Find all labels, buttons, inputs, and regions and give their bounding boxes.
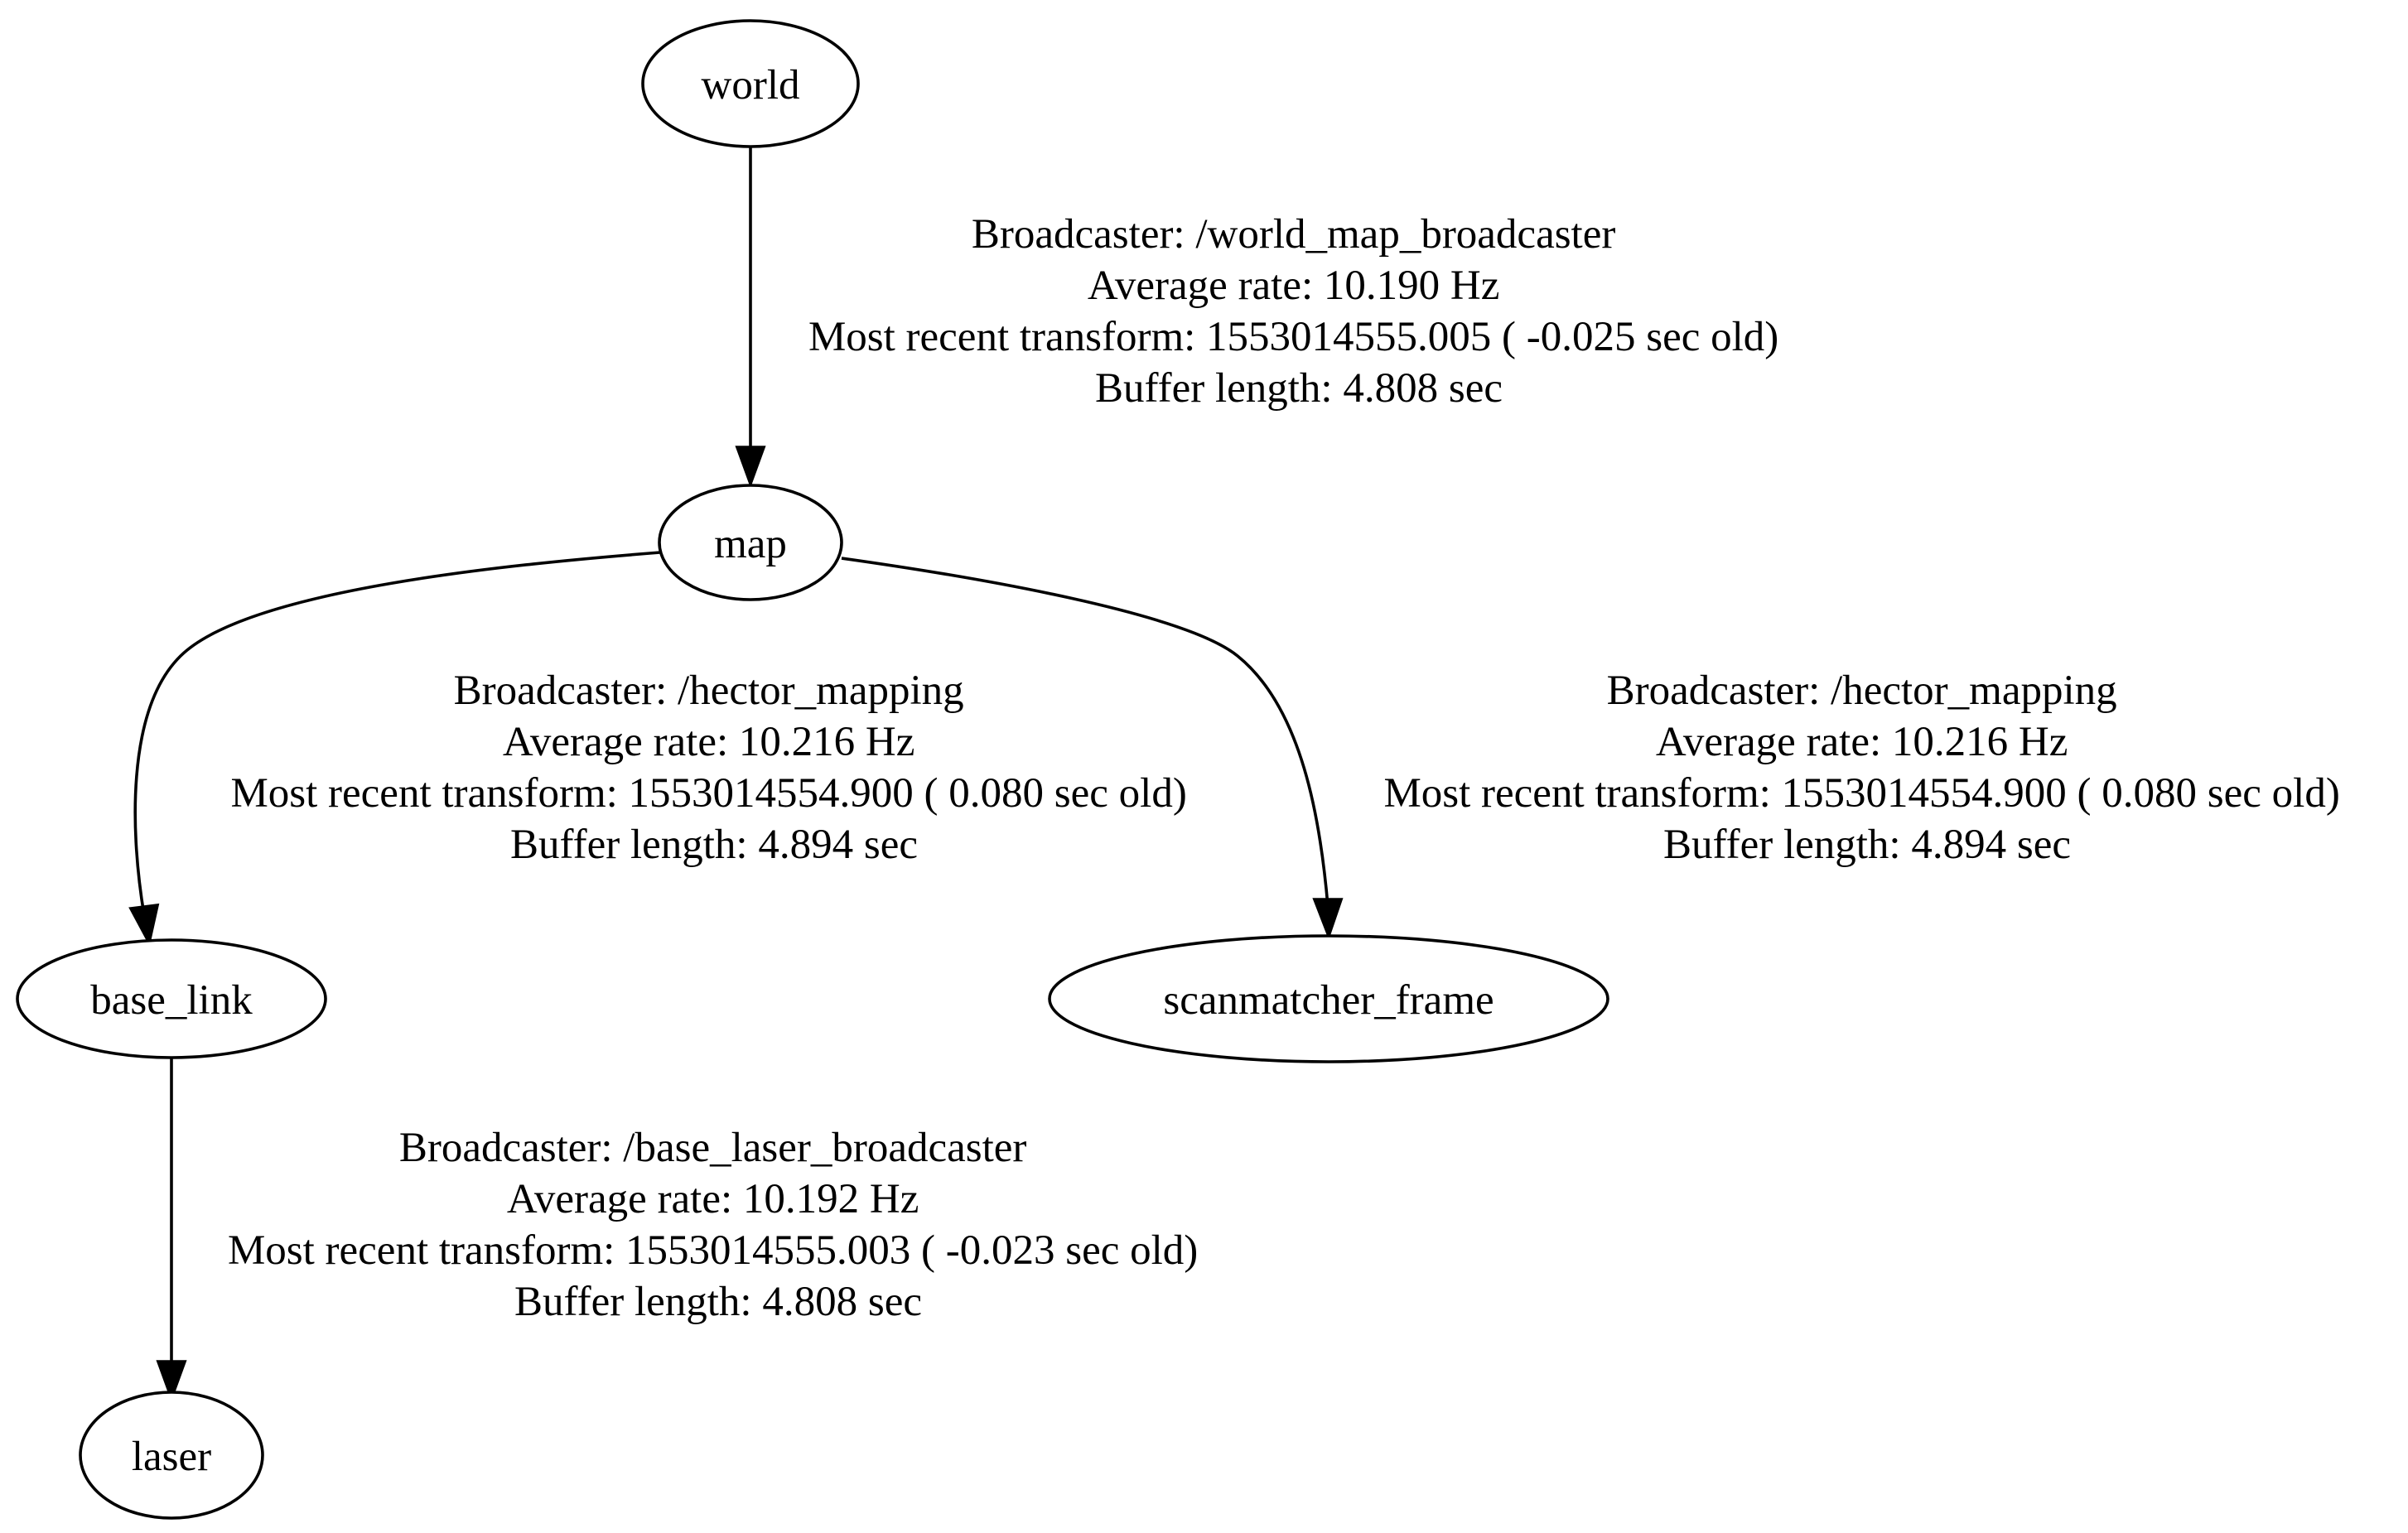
edge-rate-world-map: Average rate: 10.190 Hz [1088,263,1500,309]
edge-buffer-map-base-link: Buffer length: 4.894 sec [510,822,918,868]
edge-broadcaster-world-map: Broadcaster: /world_map_broadcaster [972,211,1615,258]
edge-broadcaster-base-link-laser: Broadcaster: /base_laser_broadcaster [399,1125,1027,1171]
node-scanmatcher-frame-ellipse [1048,934,1609,1063]
node-map: map [658,484,843,601]
node-world-label: world [702,62,800,108]
node-laser: laser [79,1391,264,1520]
node-map-ellipse [658,484,843,601]
edge-rate-base-link-laser: Average rate: 10.192 Hz [507,1176,919,1222]
edge-label-base-link-laser: Broadcaster: /base_laser_broadcaster Ave… [228,1125,1209,1325]
edge-broadcaster-map-base-link: Broadcaster: /hector_mapping [454,668,964,714]
edge-buffer-map-scanmatcher: Buffer length: 4.894 sec [1663,822,2071,868]
node-map-label: map [714,521,787,567]
node-base-link-label: base_link [90,977,253,1024]
edge-map-scanmatcher: Broadcaster: /hector_mapping Average rat… [841,557,2350,941]
edge-recent-world-map: Most recent transform: 1553014555.005 ( … [808,314,1778,360]
edge-arrowhead-map-base-link [128,903,160,947]
edge-map-base-link: Broadcaster: /hector_mapping Average rat… [128,551,1197,947]
node-laser-ellipse [79,1391,264,1520]
node-scanmatcher-frame-label: scanmatcher_frame [1163,977,1494,1024]
edge-rate-map-scanmatcher: Average rate: 10.216 Hz [1656,719,2068,765]
edge-recent-map-base-link: Most recent transform: 1553014554.900 ( … [230,770,1186,817]
edge-recent-base-link-laser: Most recent transform: 1553014555.003 ( … [228,1227,1198,1274]
edge-label-map-base-link: Broadcaster: /hector_mapping Average rat… [230,668,1197,868]
node-laser-label: laser [132,1434,211,1480]
node-base-link: base_link [16,938,327,1059]
edge-label-world-map: Broadcaster: /world_map_broadcaster Aver… [808,211,1789,412]
edge-recent-map-scanmatcher: Most recent transform: 1553014554.900 ( … [1383,770,2339,817]
edge-arrowhead-base-link-laser [156,1360,187,1403]
edge-rate-map-base-link: Average rate: 10.216 Hz [503,719,915,765]
node-base-link-ellipse [16,938,327,1059]
node-scanmatcher-frame: scanmatcher_frame [1048,934,1609,1063]
edge-line-map-scanmatcher [841,557,1329,907]
edge-base-link-laser: Broadcaster: /base_laser_broadcaster Ave… [156,1057,1209,1403]
edge-broadcaster-map-scanmatcher: Broadcaster: /hector_mapping [1607,668,2117,714]
edge-label-map-scanmatcher: Broadcaster: /hector_mapping Average rat… [1383,668,2350,868]
edge-arrowhead-map-scanmatcher [1312,898,1344,941]
edge-line-map-base-link [133,551,661,916]
edge-world-map: Broadcaster: /world_map_broadcaster Aver… [735,147,1789,489]
edge-buffer-base-link-laser: Buffer length: 4.808 sec [514,1279,922,1325]
node-world: world [641,19,860,148]
edge-arrowhead-world-map [735,446,766,489]
edge-buffer-world-map: Buffer length: 4.808 sec [1095,365,1503,412]
node-world-ellipse [641,19,860,148]
